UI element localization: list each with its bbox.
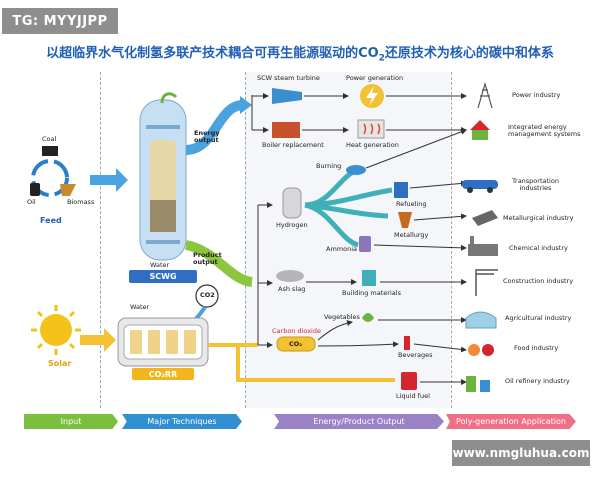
feed-arrow [90,168,128,192]
app-power-industry: Power industry [512,91,561,99]
ash-slag-label: Ash slag [278,285,306,293]
power-tower-icon [477,81,493,109]
app-integrated-energy: Integrated energy management systems [508,123,581,139]
metallurgy-icon [398,212,412,228]
scwg-water-label: Water [150,261,170,269]
ash-slag-icon [276,270,304,282]
power-gen-label: Power generation [346,74,404,82]
car-icon [462,180,498,193]
ammonia-label: Ammonia [326,245,357,253]
hydrogen-tank-icon [282,187,302,219]
metallurgy-label: Metallurgy [394,231,429,239]
panel-divider-input [100,72,101,408]
beverages-label: Beverages [398,351,433,359]
vegetables-icon [362,313,374,322]
panel-divider-output [245,72,452,408]
watermark-top: TG: MYYJJPP [2,8,118,34]
refinery-icon [466,376,490,392]
feed-biomass-label: Biomass [67,198,95,206]
app-chemical: Chemical industry [509,244,568,252]
refueling-label: Refueling [396,200,427,208]
co2rr-label: CO₂RR [132,368,194,380]
ammonia-icon [359,236,371,252]
watermark-bottom: www.nmgluhua.com [452,440,590,466]
title-main: 以超临界水气化制氢多联产技术耦合可再生能源驱动的CO [46,46,379,61]
page-title: 以超临界水气化制氢多联产技术耦合可再生能源驱动的CO2还原技术为核心的碳中和体系 [0,42,600,64]
energy-output-label: Energy output [194,129,220,145]
turbine-icon [272,88,302,104]
food-icon [468,344,494,356]
solar-label: Solar [48,359,72,368]
house-energy-icon [470,120,490,140]
liquid-fuel-icon [401,372,417,390]
product-output-label: Product output [193,251,222,267]
vegetables-label: Vegetables [324,313,360,321]
stage-major-techniques: Major Techniques [122,414,242,429]
heat-gen-label: Heat generation [346,141,399,149]
co2rr-reactor-icon [117,317,209,367]
app-transportation: Transportation industries [512,177,559,193]
stage-energy-product-output: Energy/Product Output [274,414,444,429]
app-agricultural: Agricultural industry [505,314,572,322]
scwg-reactor-icon [139,99,187,261]
co2-icon [195,284,219,308]
chemical-factory-icon [468,236,498,256]
greenhouse-icon [465,311,497,329]
crane-icon [475,269,498,296]
co2-bubble-label: CO2 [200,291,215,299]
sun-icon [31,305,81,355]
co2-tank-icon [276,336,316,352]
title-tail: 还原技术为核心的碳中和体系 [384,46,554,61]
feed-oil-label: Oil [27,198,36,206]
turbine-label: SCW steam turbine [257,74,320,82]
burner-icon [346,165,366,175]
burning-label: Burning [316,162,342,170]
stage-input: Input [24,414,118,429]
building-materials-label: Building materials [342,289,401,297]
feed-coal-label: Coal [42,135,57,143]
scwg-label: SCWG [129,270,197,283]
carbon-dioxide-label: Carbon dioxide [272,327,321,335]
co2rr-water-label: Water [130,303,150,311]
power-generation-icon [360,84,384,108]
co2-tank-label: CO₂ [289,340,303,348]
building-materials-icon [362,270,376,286]
app-construction: Construction industry [503,277,574,285]
heat-generation-icon [357,119,385,139]
liquid-fuel-label: Liquid fuel [396,392,430,400]
refueling-icon [394,182,408,198]
app-oil-refinery: Oil refinery industry [505,377,570,385]
hydrogen-label: Hydrogen [276,221,308,229]
title-subscript: 2 [378,53,385,64]
beverages-icon [404,336,410,350]
app-food: Food industry [514,344,559,352]
feed-label: Feed [40,216,62,225]
app-metallurgical: Metallurgical industry [503,214,574,222]
feed-cycle-icon [30,146,76,197]
boiler-icon [272,122,300,138]
metal-icon [472,210,498,226]
stage-poly-generation: Poly-generation Application [446,414,576,429]
boiler-label: Boiler replacement [262,141,324,149]
